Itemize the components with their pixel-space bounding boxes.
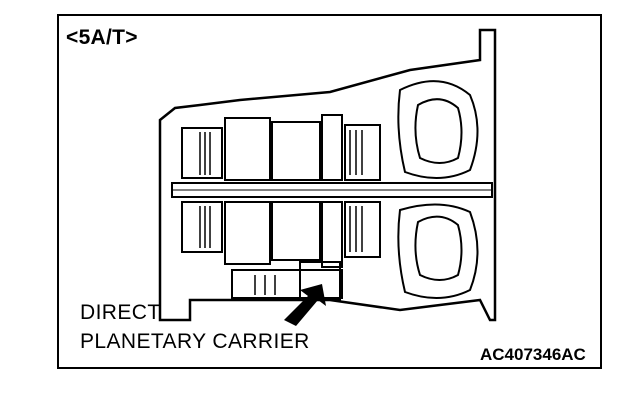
callout-label: DIRECT PLANETARY CARRIER bbox=[80, 298, 310, 356]
callout-line-2: PLANETARY CARRIER bbox=[80, 330, 310, 353]
figure-id: AC407346AC bbox=[480, 345, 586, 364]
variant-label: <5A/T> bbox=[66, 26, 138, 49]
callout-arrow-icon bbox=[284, 284, 326, 326]
callout-line-1: DIRECT bbox=[80, 301, 161, 324]
